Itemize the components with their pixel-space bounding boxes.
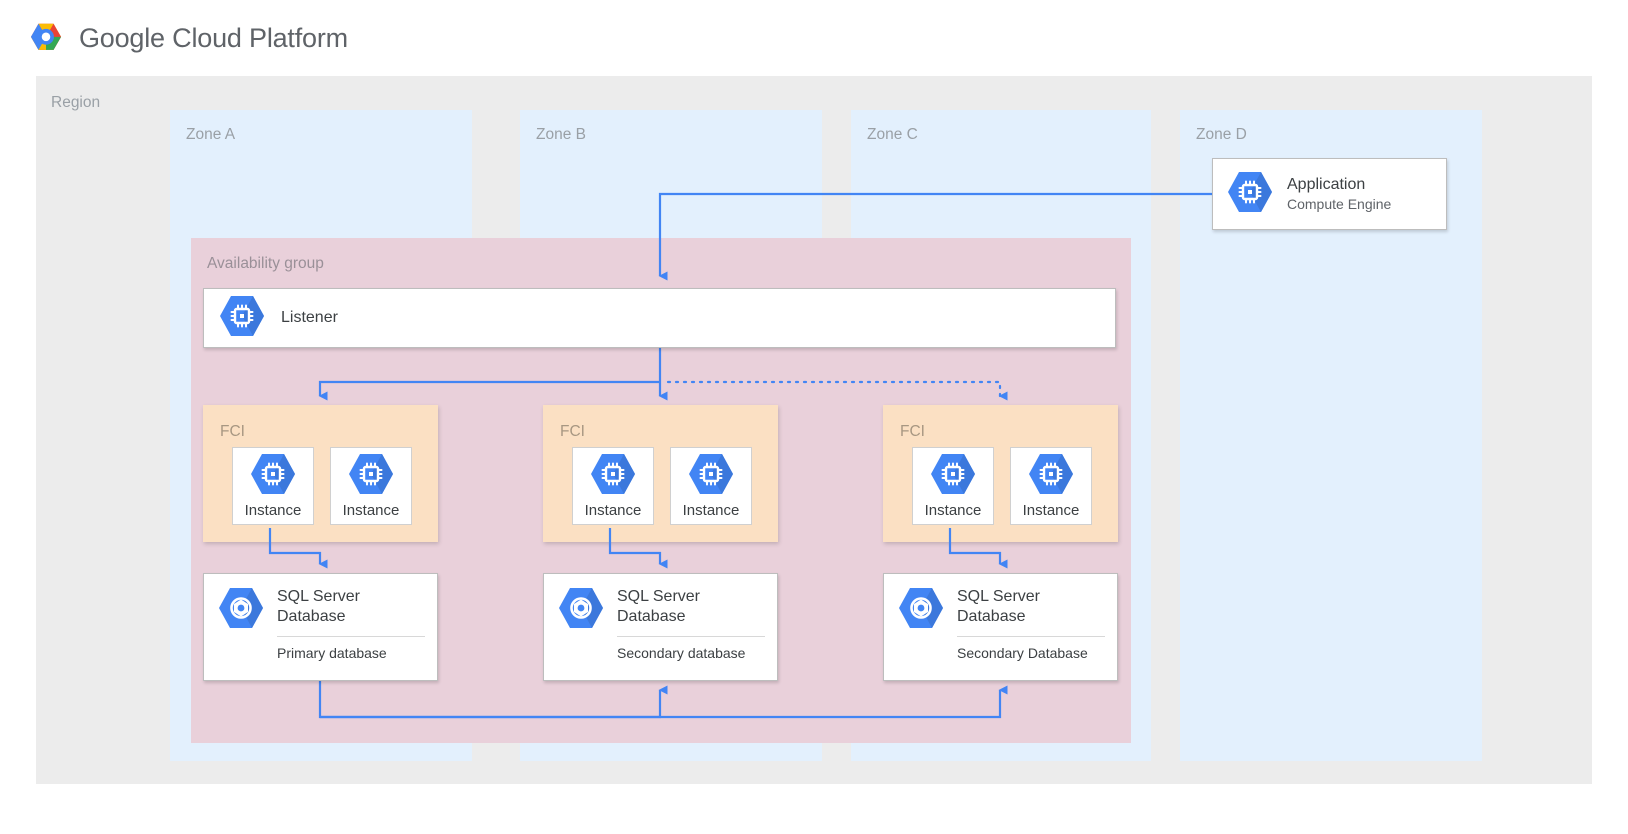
database-role: Secondary database bbox=[617, 635, 765, 662]
sql-server-database-icon bbox=[218, 587, 264, 680]
database-card-a[interactable]: SQL Server Database Primary database bbox=[203, 573, 438, 681]
fci-a-label: FCI bbox=[220, 423, 245, 440]
instance-card-a1[interactable]: Instance bbox=[232, 447, 314, 525]
fci-b-label: FCI bbox=[560, 423, 585, 440]
instance-card-b1[interactable]: Instance bbox=[572, 447, 654, 525]
compute-engine-icon bbox=[688, 453, 734, 500]
compute-engine-icon bbox=[1227, 171, 1273, 218]
compute-engine-icon bbox=[590, 453, 636, 500]
compute-engine-icon bbox=[348, 453, 394, 500]
instance-card-a2[interactable]: Instance bbox=[330, 447, 412, 525]
zone-b-label: Zone B bbox=[536, 126, 586, 143]
compute-engine-icon bbox=[250, 453, 296, 500]
compute-engine-icon bbox=[930, 453, 976, 500]
database-card-b[interactable]: SQL Server Database Secondary database bbox=[543, 573, 778, 681]
availability-group-label: Availability group bbox=[207, 255, 324, 272]
zone-a-label: Zone A bbox=[186, 126, 236, 143]
google-cloud-logo-icon bbox=[30, 23, 62, 50]
instance-label: Instance bbox=[244, 502, 302, 519]
fci-group-b: FCI Instance bbox=[543, 405, 778, 542]
instance-label: Instance bbox=[924, 502, 982, 519]
listener-label: Listener bbox=[281, 309, 338, 326]
page-header: Google Cloud Platform bbox=[0, 0, 1628, 76]
database-title: SQL Server Database bbox=[277, 588, 360, 626]
database-title: SQL Server Database bbox=[957, 588, 1040, 626]
compute-engine-icon bbox=[1028, 453, 1074, 500]
page-title: Google Cloud Platform bbox=[79, 22, 348, 53]
sql-server-database-icon bbox=[898, 587, 944, 680]
instance-label: Instance bbox=[682, 502, 740, 519]
instance-card-c1[interactable]: Instance bbox=[912, 447, 994, 525]
zone-d-label: Zone D bbox=[1196, 126, 1247, 143]
instance-label: Instance bbox=[1022, 502, 1080, 519]
sql-server-database-icon bbox=[558, 587, 604, 680]
region-label: Region bbox=[51, 94, 101, 111]
instance-card-c2[interactable]: Instance bbox=[1010, 447, 1092, 525]
application-subtitle: Compute Engine bbox=[1287, 196, 1392, 213]
database-card-c[interactable]: SQL Server Database Secondary Database bbox=[883, 573, 1118, 681]
instance-label: Instance bbox=[342, 502, 400, 519]
fci-c-label: FCI bbox=[900, 423, 925, 440]
database-role: Primary database bbox=[277, 635, 425, 662]
fci-group-c: FCI Instance bbox=[883, 405, 1118, 542]
instance-card-b2[interactable]: Instance bbox=[670, 447, 752, 525]
listener-card[interactable]: Listener bbox=[203, 288, 1116, 348]
application-title: Application bbox=[1287, 175, 1366, 193]
instance-label: Instance bbox=[584, 502, 642, 519]
database-title: SQL Server Database bbox=[617, 588, 700, 626]
zone-c-label: Zone C bbox=[867, 126, 918, 143]
database-role: Secondary Database bbox=[957, 635, 1105, 662]
fci-group-a: FCI Instance bbox=[203, 405, 438, 542]
compute-engine-icon bbox=[219, 295, 265, 342]
application-card[interactable]: Application Compute Engine bbox=[1212, 158, 1447, 230]
